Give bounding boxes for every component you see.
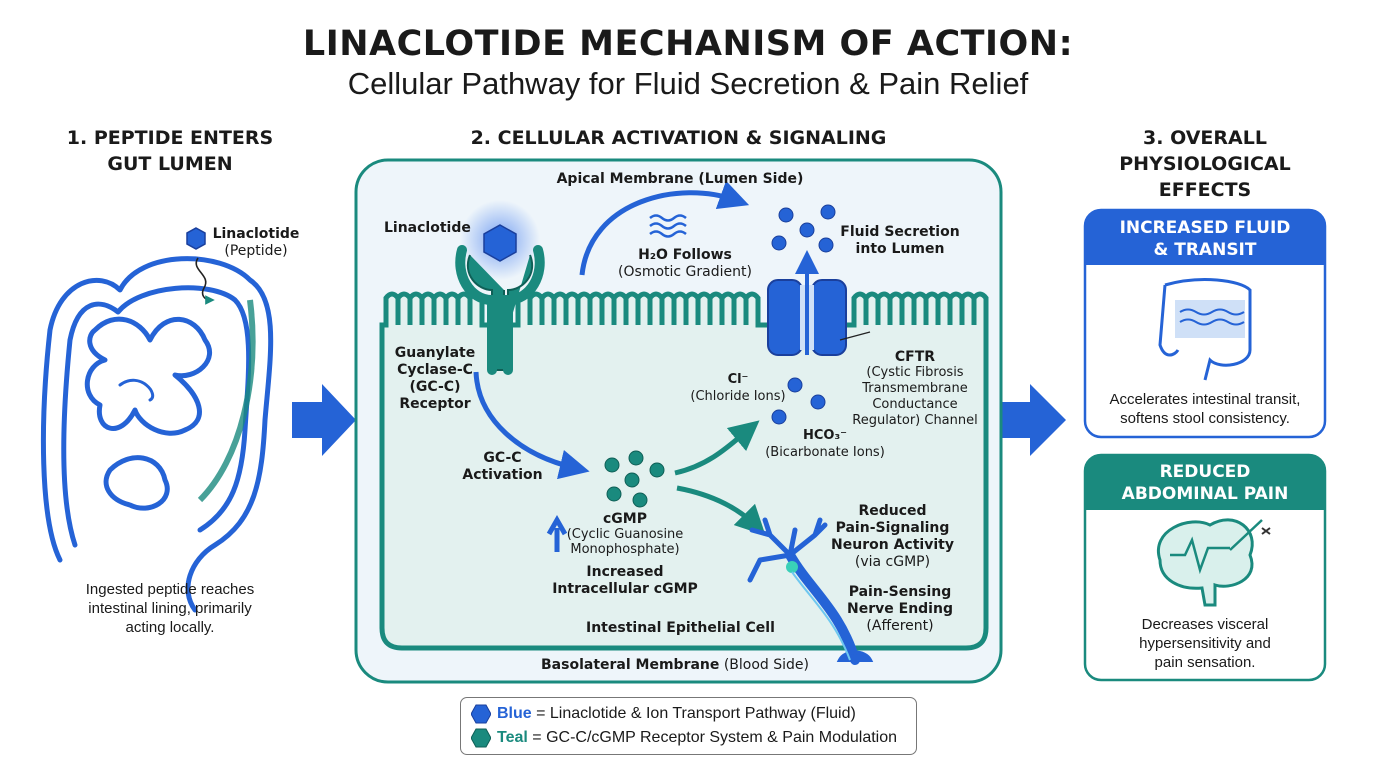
epithelial-cell-label: Intestinal Epithelial Cell — [586, 620, 775, 636]
section1-heading: 1. PEPTIDE ENTERS GUT LUMEN — [66, 127, 274, 175]
cgmp-molecule — [624, 472, 640, 488]
page-subtitle: Cellular Pathway for Fluid Secretion & P… — [347, 66, 1029, 101]
brain-pain-icon — [1156, 518, 1271, 607]
colon-icon — [1158, 278, 1252, 381]
legend-item-blue: Blue = Linaclotide & Ion Transport Pathw… — [471, 703, 856, 725]
chloride-label: Cl⁻ (Chloride Ions) — [690, 372, 786, 404]
h2o-label: H₂O Follows (Osmotic Gradient) — [618, 247, 752, 280]
ion-droplet — [771, 409, 787, 425]
bicarbonate-label: HCO₃⁻ (Bicarbonate Ions) — [765, 428, 885, 460]
up-arrow-icon — [546, 514, 568, 552]
ion-droplet — [810, 394, 826, 410]
cgmp-molecule — [606, 486, 622, 502]
cgmp-molecule — [604, 457, 620, 473]
card1-title: INCREASED FLUID & TRANSIT — [1119, 218, 1291, 260]
cgmp-label: cGMP (Cyclic Guanosine Monophosphate) — [566, 511, 684, 558]
gcc-receptor-icon — [455, 245, 545, 375]
ion-droplet — [799, 222, 815, 238]
fluid-droplets — [771, 204, 836, 425]
ion-droplet — [778, 207, 794, 223]
card2-text: Decreases visceral hypersensitivity and … — [1139, 616, 1271, 671]
ion-droplet — [820, 204, 836, 220]
card1-text: Accelerates intestinal transit, softens … — [1109, 391, 1301, 427]
gcc-activation-label: GC-C Activation — [462, 450, 543, 483]
reduced-pain-label: Reduced Pain-Signaling Neuron Activity (… — [831, 503, 954, 570]
card2-title: REDUCED ABDOMINAL PAIN — [1121, 462, 1289, 504]
peptide-label: Linaclotide (Peptide) — [212, 226, 300, 259]
legend-item-teal: Teal = GC-C/cGMP Receptor System & Pain … — [471, 727, 897, 749]
arrow-right-icon — [995, 384, 1066, 456]
ion-droplet — [787, 377, 803, 393]
peptide-hexagon-icon — [186, 227, 206, 250]
gcc-receptor-label: Guanylate Cyclase-C (GC-C) Receptor — [394, 345, 476, 412]
cgmp-molecule — [628, 450, 644, 466]
water-waves-icon — [649, 214, 687, 238]
linaclotide-label: Linaclotide — [384, 220, 471, 236]
cgmp-molecule — [632, 492, 648, 508]
nerve-ending-label: Pain-Sensing Nerve Ending (Afferent) — [847, 584, 953, 634]
page-title: LINACLOTIDE MECHANISM OF ACTION: — [302, 24, 1074, 64]
section2-heading: 2. CELLULAR ACTIVATION & SIGNALING — [470, 127, 887, 149]
intestine-icon — [40, 256, 274, 613]
increased-cgmp-label: Increased Intracellular cGMP — [552, 564, 698, 597]
cgmp-molecule — [649, 462, 665, 478]
cftr-label: CFTR (Cystic Fibrosis Transmembrane Cond… — [852, 349, 978, 428]
basolateral-membrane-label: Basolateral Membrane (Blood Side) — [541, 657, 810, 673]
ion-droplet — [818, 237, 834, 253]
teal-hexagon-icon — [471, 728, 491, 748]
apical-membrane-label: Apical Membrane (Lumen Side) — [556, 171, 804, 187]
blue-hexagon-icon — [471, 704, 491, 724]
linaclotide-hexagon-icon — [483, 224, 517, 262]
fluid-secretion-label: Fluid Secretion into Lumen — [840, 224, 960, 257]
ion-droplet — [771, 235, 787, 251]
arrow-right-icon — [292, 384, 356, 456]
section3-heading: 3. OVERALL PHYSIOLOGICAL EFFECTS — [1119, 127, 1291, 201]
section1-caption: Ingested peptide reaches intestinal lini… — [85, 581, 255, 636]
cgmp-molecules — [604, 450, 665, 508]
legend: Blue = Linaclotide & Ion Transport Pathw… — [460, 697, 917, 755]
squiggle-arrow — [195, 257, 215, 305]
